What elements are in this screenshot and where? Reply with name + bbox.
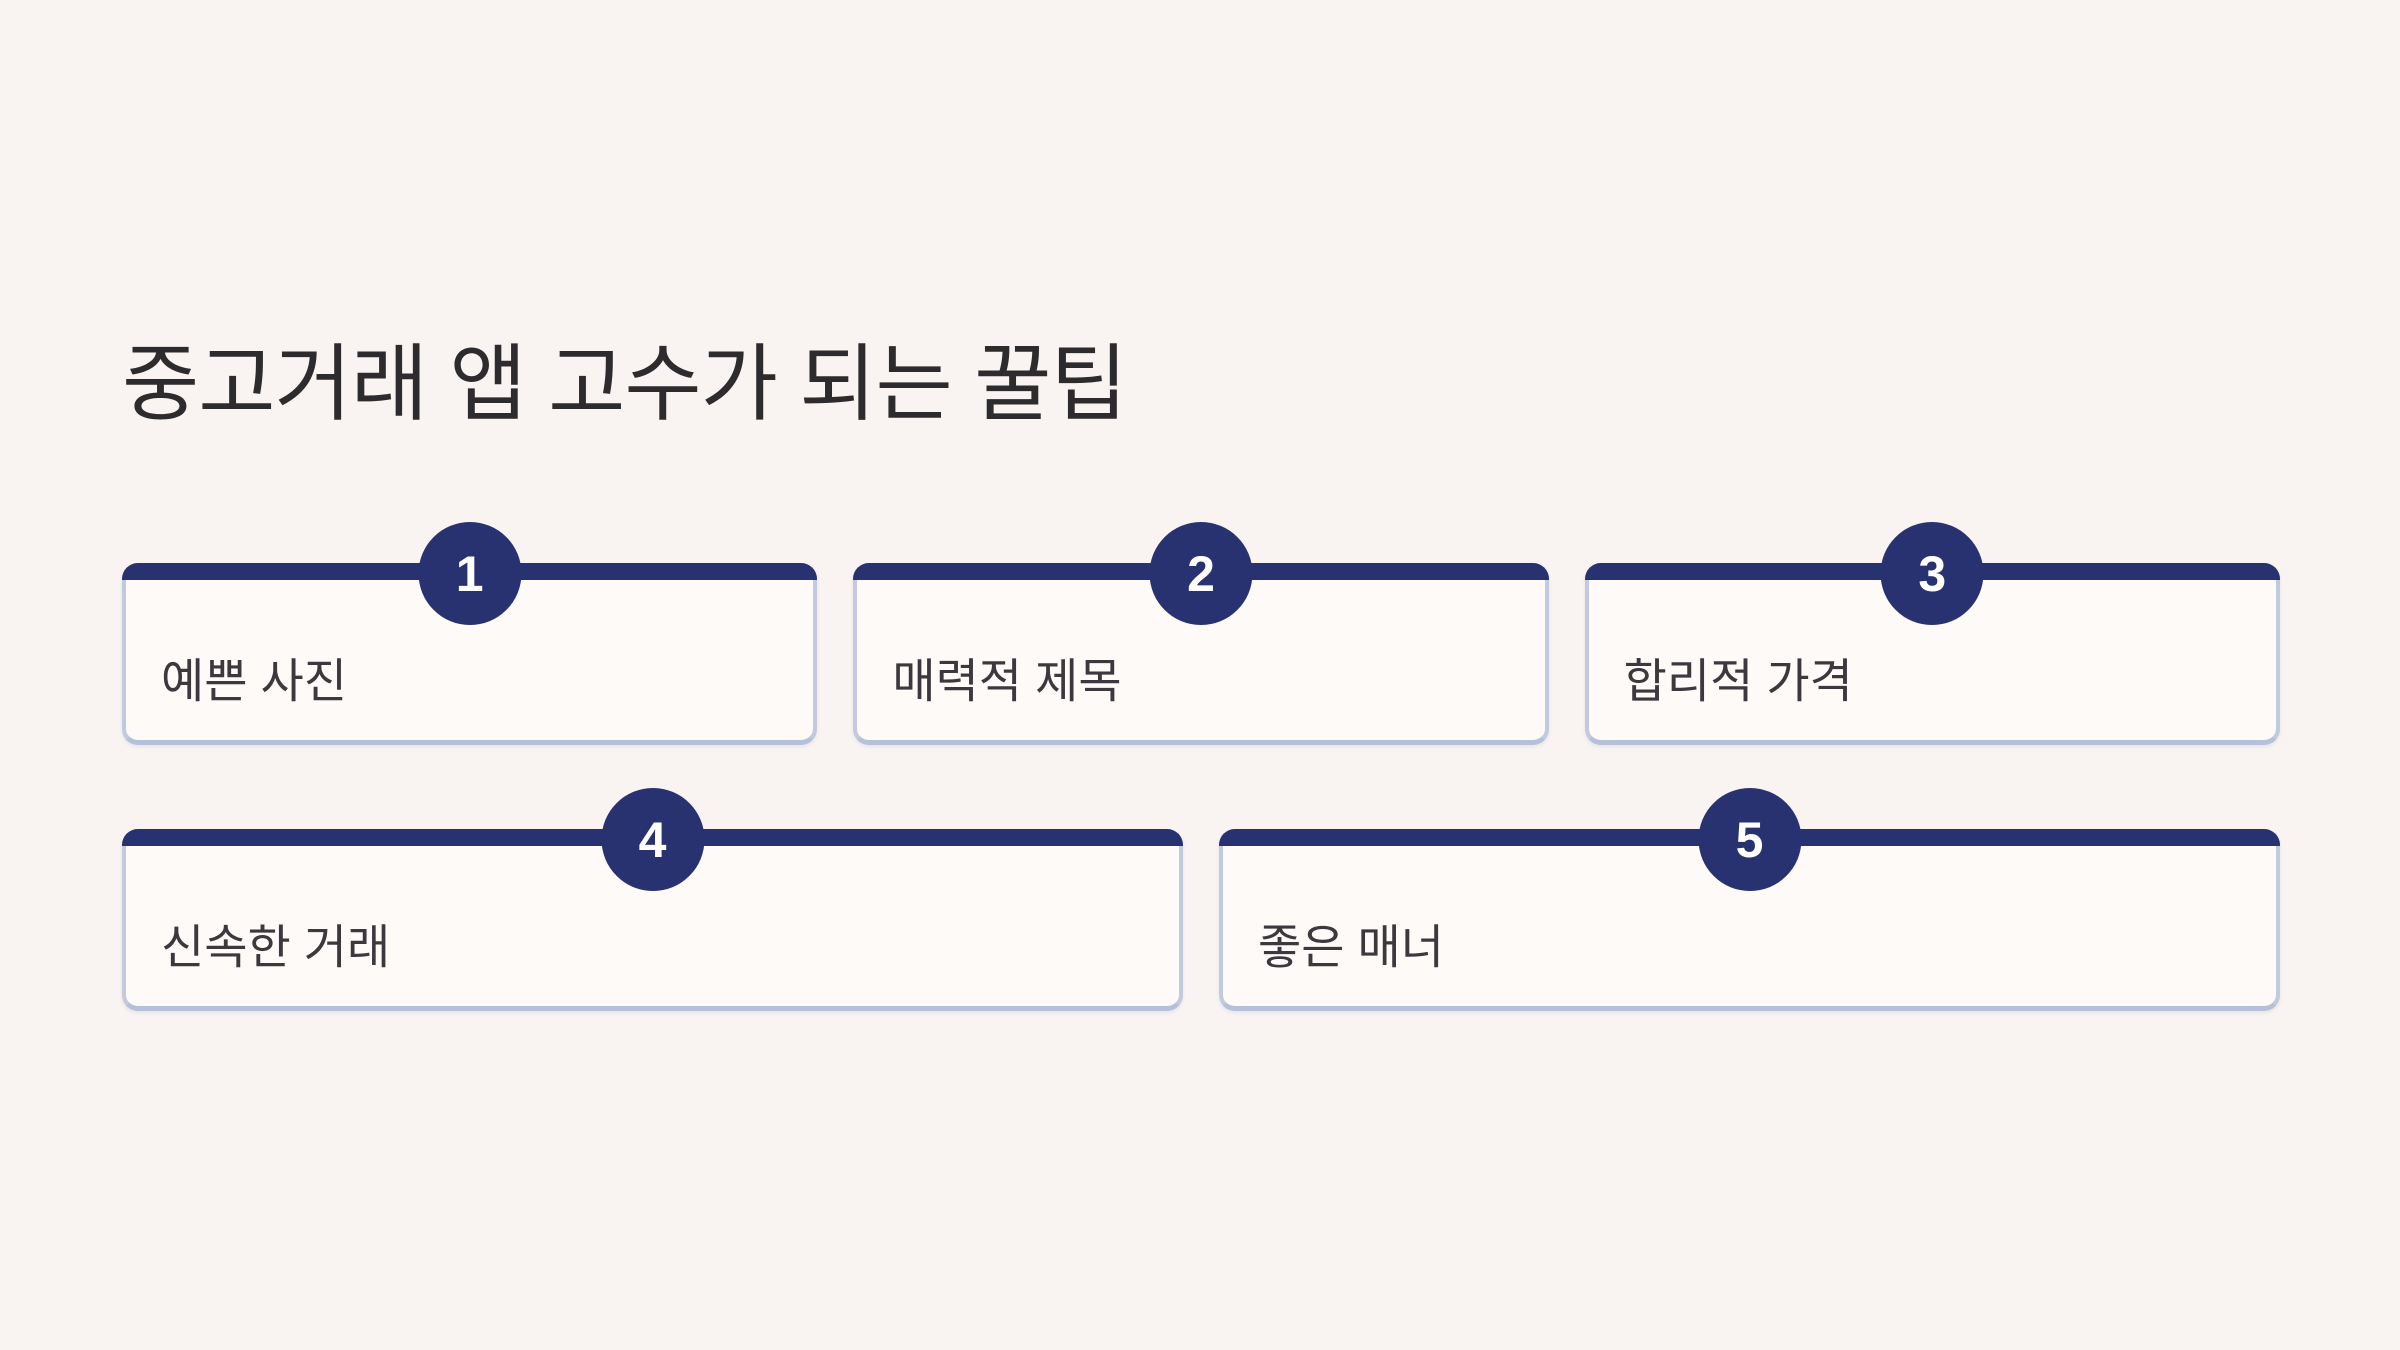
step-number: 4 xyxy=(638,811,667,868)
tip-label: 예쁜 사진 xyxy=(161,654,348,708)
step-number: 3 xyxy=(1918,545,1947,602)
tip-label: 신속한 거래 xyxy=(161,920,391,974)
step-number: 2 xyxy=(1187,545,1215,602)
tip-row-1: 1 예쁜 사진 2 매력적 제목 3 합리적 가격 xyxy=(122,522,2280,745)
step-number-badge: 2 xyxy=(1149,522,1253,625)
step-number: 1 xyxy=(455,545,484,602)
tip-card-3: 3 합리적 가격 xyxy=(1584,522,2280,745)
tip-label: 매력적 제목 xyxy=(892,654,1122,708)
tip-card-1: 1 예쁜 사진 xyxy=(122,522,818,745)
tip-row-2: 4 신속한 거래 5 좋은 매너 xyxy=(122,788,2280,1011)
tip-card-5: 5 좋은 매너 xyxy=(1219,788,2280,1011)
step-number-badge: 5 xyxy=(1698,788,1801,891)
page-title: 중고거래 앱 고수가 되는 꿀팁 xyxy=(122,337,1128,431)
step-number-badge: 3 xyxy=(1880,522,1984,625)
tip-label: 합리적 가격 xyxy=(1623,654,1853,708)
step-number-badge: 1 xyxy=(418,522,522,625)
tip-card-4: 4 신속한 거래 xyxy=(122,788,1183,1011)
tip-card-grid: 1 예쁜 사진 2 매력적 제목 3 합리적 가격 xyxy=(122,522,2280,1011)
tip-card-2: 2 매력적 제목 xyxy=(853,522,1549,745)
tip-label: 좋은 매너 xyxy=(1258,920,1445,974)
step-number: 5 xyxy=(1735,811,1764,868)
step-number-badge: 4 xyxy=(601,788,704,891)
